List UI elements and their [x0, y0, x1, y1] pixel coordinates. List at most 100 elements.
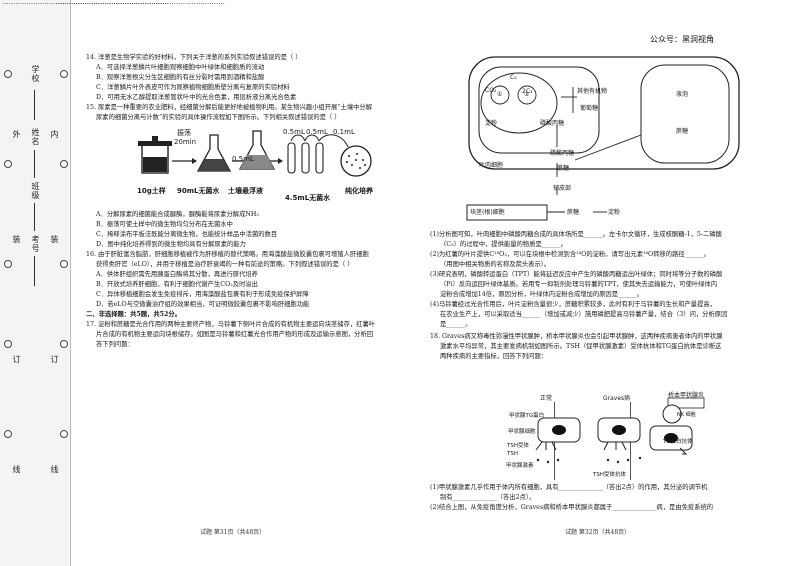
q17-part4-b: 在农业生产上，可以采取适当______（增加或减少）施用磷肥提高马铃薯产量，结合… — [440, 311, 728, 318]
thyroid-cell-icon — [597, 417, 641, 443]
q15-water-label: 90mL无菌水 — [177, 187, 220, 195]
q18-line2: 激素水平均异常，其主要发病机制如图所示。TSH（促甲状腺激素）受体抗体和TG蛋白… — [440, 343, 722, 350]
q14-option-c: C．洋葱鳞片叶外表皮可作为观察植物细胞质壁分离与复原的实验材料 — [96, 84, 290, 91]
q17-part1-a: (1)分析图可知，叶肉细胞中磷酸丙糖合成的具体场所是______。左卡尔文循环，… — [430, 231, 722, 238]
tuber-label: 块茎(根)细胞 — [470, 209, 505, 216]
thyroid-cell-icon — [649, 425, 693, 451]
q16-option-c: C．异体移植细胞会发生免疫排斥，用海藻酸盐包裹有利于形成免疫保护屏障 — [96, 291, 309, 298]
q14-option-a: A．可选择洋葱鳞片叶细胞观察细胞中叶绿体和细胞质的流动 — [96, 64, 265, 71]
circle-icon — [60, 160, 68, 168]
outer-dotted-line: ········································… — [2, 0, 169, 8]
class-fill-line[interactable] — [34, 203, 35, 231]
fig18-tsh-antibody: TSH受体抗体 — [593, 472, 626, 478]
q16-option-d: D．若eLO与空微囊治疗组的效果相当，可证明微胶囊包裹不影响肝细胞功能 — [96, 301, 310, 308]
left-column-lower: A．分解尿素的细菌能合成脲酶，脲酶能将尿素分解成NH₃ B．振荡可使土样中的微生… — [86, 210, 375, 350]
circle-icon — [4, 430, 12, 438]
q15-tubes-label: 4.5mL无菌水 — [285, 194, 331, 202]
sucrose-label: 蔗糖 — [557, 165, 570, 172]
mesophyll-label: 叶肉细胞 — [479, 162, 504, 169]
q17-part2-a: (2)为红薯的叶片提供C¹⁸O₂，可以在块根中检测到含¹⁸O的淀粉。请写出元素¹… — [430, 251, 710, 258]
fig18-thyroid-cell: 甲状腺细胞 — [508, 429, 536, 435]
thyroid-cell-icon — [537, 417, 581, 443]
q17-part3-a: (3)研究表明，磷酸转运蛋白（TPT）能将延迟反应中产生的磷酸丙糖运出叶绿体；同… — [430, 271, 723, 278]
q14-option-b: B．观察洋葱根尖分生区细胞的有丝分裂时需用到酒精和盐酸 — [96, 74, 265, 81]
examno-fill-line[interactable] — [34, 256, 35, 286]
q15-stem-line2: 尿素的细菌分离与计数”的实验的具体操作流程如下图所示。下列相关叙述错误的是（ ） — [96, 114, 341, 121]
binding-strip: ········································… — [0, 0, 225, 566]
flask-icon — [196, 134, 232, 172]
school-fill-line[interactable] — [34, 90, 35, 120]
q16-option-a: A．供体肝组织需先用胰蛋白酶将其分散，再进行原代培养 — [96, 271, 258, 278]
q17-line1: 17. 淀粉和蔗糖是光合作用的两种主要终产物，马铃薯下侧叶片合成的有机物主要运向… — [86, 321, 376, 328]
circle1-label: ① — [497, 91, 503, 98]
test-tubes-icon — [287, 142, 324, 174]
q15-soil-label: 10g土样 — [137, 187, 166, 195]
vacuole-label: 液泡 — [676, 91, 689, 98]
q18-part2-a: (2)结合上图，从免疫角度分析，Graves病和桥本甲状腺炎都属于_______… — [430, 504, 714, 511]
organic-label: 其他有机物 — [577, 88, 608, 95]
q16-stem-line2: 获得类肝官（eLO），并用于移植是治疗肝衰竭的一种有前途的策略。下列叙述错误的是… — [96, 261, 354, 268]
circle-icon — [60, 430, 68, 438]
q17-diagram — [466, 56, 740, 221]
q18-line3: 两种疾病的主要指标，回答下列问题： — [440, 353, 548, 360]
triose-label: 磷酸丙糖 — [540, 120, 565, 127]
fig18-tsh-receptor: TSH受体 — [507, 443, 529, 449]
q15-shake-label: 振荡 — [177, 129, 191, 137]
q17-part3-c: 淀粉合成增加14倍，原因分析，叶绿体内淀粉合成增加的原因是______。 — [440, 291, 644, 298]
circle-icon — [60, 260, 68, 268]
circle-icon — [4, 340, 12, 348]
starch-left-label: 淀粉 — [485, 120, 498, 127]
q15-option-b: B．振荡可使土样中的微生物均匀分布在无菌水中 — [96, 221, 233, 228]
glucose-label: 葡萄糖 — [580, 105, 599, 112]
q15-vol-b: 0.5mL — [283, 128, 305, 136]
petri-dish-icon — [340, 145, 372, 177]
name-label: 姓名 — [31, 128, 40, 146]
right-column-upper: (1)分析图可知，叶肉细胞中磷酸丙糖合成的具体场所是______。左卡尔文循环，… — [430, 230, 727, 362]
q18-part1-b: 制有______________（答出2点）。 — [440, 494, 536, 501]
school-label: 学校 — [31, 65, 40, 83]
examno-label: 考号 — [31, 235, 40, 253]
q17-part2-b: （用图中相关物质的名称及箭头表示）。 — [440, 261, 551, 268]
left-footer: 试题 第31页（共48页） — [200, 529, 266, 536]
q17-part4-c: 是______。 — [440, 321, 472, 328]
q17-line3: 答下列问题： — [96, 341, 134, 348]
ding-label: 订 — [12, 355, 21, 364]
q14-option-d: D．可用无水乙醇提取洋葱管状叶中的光合色素，用层析液分离光合色素 — [96, 94, 297, 101]
q17-line2: 片合成的有机物主要运向块根储存。如图是马铃薯和红薯光合作用产物的形成及运输示意图… — [96, 331, 374, 338]
fig18-normal: 正常 — [540, 395, 553, 402]
q15-option-a: A．分解尿素的细菌能合成脲酶，脲酶能将尿素分解成NH₃ — [96, 211, 259, 218]
ding-label-inner: 订 — [50, 355, 59, 364]
corner-watermark: 公众号：黑洞视角 — [650, 35, 714, 44]
circle-icon — [4, 70, 12, 78]
fig18-tsh: TSH — [507, 451, 518, 457]
q15-vol-c: 0.5mL — [306, 128, 328, 136]
c3-label: 2C₃ — [522, 88, 533, 95]
left-column: 14. 洋葱是生物学实验的好材料，下列关于洋葱的系列实验叙述错误的是（ ） A．… — [86, 53, 372, 123]
right-footer: 试题 第32页（共48页） — [565, 529, 631, 536]
xian-label-inner: 线 — [50, 465, 59, 474]
q15-time-label: 20min — [174, 138, 197, 146]
starch2-label: 淀粉 — [608, 209, 621, 216]
q15-stem-line1: 15. 尿素是一种重要的农业肥料，经细菌分解后能更好地被植物利用。某生物兴趣小组… — [86, 104, 373, 111]
c5-label: C₅ — [510, 74, 517, 81]
sucrose2-label: 蔗糖 — [567, 209, 580, 216]
q15-figure — [138, 130, 372, 177]
nk-cell-icon — [662, 404, 682, 424]
fig18-nk: NK 细胞 — [677, 412, 696, 418]
circle-icon — [4, 260, 12, 268]
flask-icon — [238, 130, 276, 170]
q15-vol-d: 0.1mL — [333, 128, 355, 136]
q16-stem-line1: 16. 由于肝脏富含脂肪，肝细胞移植被作为肝移植的替代策略。用海藻酸盐微胶囊包裹… — [86, 251, 369, 258]
q15-culture-label: 纯化培养 — [345, 187, 373, 195]
q16-option-b: B．开放式培养肝细胞，有利于细胞代谢产生CO₂及时溢出 — [96, 281, 258, 288]
fig18-thyroid-hormone: 甲状腺激素 — [506, 463, 534, 469]
name-fill-line[interactable] — [34, 150, 35, 178]
q15-vol-a: 0.5mL — [232, 155, 254, 163]
q17-part4-a: (4)马铃薯经过光合作用后，叶片淀粉含量很少，蔗糖积累较多，此时有利于马铃薯的生… — [430, 301, 716, 308]
q15-suspension-label: 土壤悬浮液 — [228, 187, 263, 195]
q17-part1-b: （C₅）的过程中，提供能量的物质是______。 — [440, 241, 567, 248]
q15-option-d: D．图中纯化培养得到的微生物均具有分解尿素的能力 — [96, 241, 246, 248]
q17-part3-b: （Pi）反向运回叶绿体基质。若用专一抑制剂处理马铃薯的TPT，使其失去运输能力，… — [440, 281, 718, 288]
q15-option-c: C．稀释涂布平板法既能分离微生物，也能统计样品中活菌的数目 — [96, 231, 278, 238]
class-label: 班级 — [31, 182, 40, 200]
